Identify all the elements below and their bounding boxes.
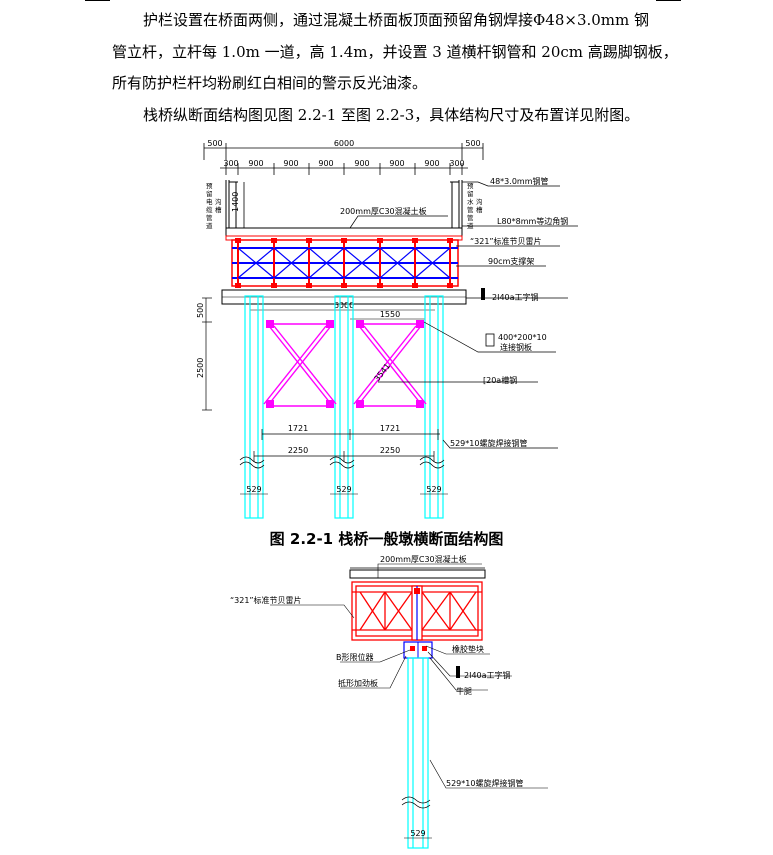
svg-text:预: 预 (206, 181, 213, 190)
callout-spiral: 529*10螺旋焊接钢管 (450, 438, 527, 448)
dim-6000-cap: 6000 (334, 301, 354, 310)
f2-pile-529: 529 (410, 829, 425, 838)
callout-plate-b: 连接钢板 (500, 342, 532, 352)
deck-slab (225, 227, 463, 237)
f2-ibeam-icon (456, 666, 460, 678)
top-rule-right (656, 0, 681, 1)
figure-1-caption: 图 2.2-1 栈桥一般墩横断面结构图 (269, 530, 504, 548)
pile-529-mid: 529 (336, 485, 351, 494)
f2-callout-spiral: 529*10螺旋焊接钢管 (446, 778, 523, 788)
dim-900-1: 900 (248, 159, 263, 168)
dim-top-6000: 6000 (334, 139, 354, 148)
dim-900-5: 900 (389, 159, 404, 168)
f2-callout-rubber: 橡胶垫块 (452, 644, 484, 654)
dim-2250-left: 2250 (288, 446, 308, 455)
pile-529-right: 529 (426, 485, 441, 494)
svg-text:槽: 槽 (215, 205, 222, 214)
dim-top-500-left: 500 (207, 139, 222, 148)
f2-callout-deck: 200mm厚C30混凝土板 (380, 554, 467, 564)
steel-piles (244, 295, 444, 519)
ibeam-icon (481, 288, 485, 300)
dimension-top (203, 143, 484, 175)
f2-callout-stiffener: 抵形加劲板 (338, 678, 378, 688)
svg-text:管: 管 (206, 213, 213, 222)
f2-pile (407, 657, 429, 849)
f2-callout-panel: “321”标准节贝雷片 (230, 595, 302, 605)
pile-529-left: 529 (246, 485, 261, 494)
dim-top-500-right: 500 (465, 139, 480, 148)
dim-900-6: 900 (424, 159, 439, 168)
dim-900-3: 900 (318, 159, 333, 168)
svg-text:道: 道 (206, 221, 213, 230)
paragraph-line-1: 护栏设置在桥面两侧，通过混凝土桥面板顶面预留角钢焊接Φ48×3.0mm 钢 (143, 11, 650, 29)
plate-icon (485, 333, 495, 347)
label-water-trench: 预 留 水 管 管 道 沟 槽 (467, 181, 483, 230)
svg-text:槽: 槽 (476, 205, 483, 214)
svg-text:沟: 沟 (476, 197, 483, 206)
dim-1721-left: 1721 (288, 424, 308, 433)
callout-frame: 90cm支撑架 (488, 256, 534, 266)
label-cable-trench: 预 留 电 缆 管 道 沟 槽 (206, 181, 222, 230)
callout-deck: 200mm厚C30混凝土板 (340, 206, 427, 216)
svg-text:水: 水 (467, 197, 474, 206)
railing (225, 180, 463, 232)
bailey-truss (231, 238, 459, 288)
callout-pipe: 48*3.0mm钢管 (490, 176, 549, 186)
brace-plates (266, 320, 424, 408)
svg-text:缆: 缆 (206, 205, 213, 214)
svg-text:管: 管 (467, 205, 474, 214)
callout-panel: “321”标准节贝雷片 (470, 236, 542, 246)
paragraph-line-4: 栈桥纵断面结构图见图 2.2-1 至图 2.2-3，具体结构尺寸及布置详见附图。 (143, 106, 640, 124)
dim-2500-left: 2500 (196, 358, 205, 378)
svg-text:留: 留 (467, 189, 474, 198)
figure-2: 200mm厚C30混凝土板 “321”标准节贝雷片 (230, 554, 548, 849)
dim-500-left: 500 (196, 303, 205, 318)
svg-text:沟: 沟 (215, 197, 222, 206)
svg-text:预: 预 (467, 181, 474, 190)
f2-callout-ibeam: 2I40a工字钢 (464, 670, 511, 680)
callout-channel: [20a槽钢 (483, 375, 517, 385)
dim-2250-right: 2250 (380, 446, 400, 455)
svg-text:电: 电 (206, 197, 213, 206)
cross-bracing (263, 323, 427, 407)
dim-rail-1400: 1400 (231, 192, 240, 212)
dim-900-4: 900 (354, 159, 369, 168)
top-rule-left (85, 0, 110, 1)
f2-callout-bolt: 牛腿 (456, 686, 472, 696)
figure-1: 500 6000 500 300 900 900 900 900 900 900… (196, 139, 578, 519)
svg-text:道: 道 (467, 221, 474, 230)
dim-1550: 1550 (380, 310, 400, 319)
svg-text:留: 留 (206, 189, 213, 198)
paragraph-line-3: 所有防护栏杆均粉刷红白相间的警示反光油漆。 (112, 74, 428, 92)
callout-plate-a: 400*200*10 (498, 333, 547, 342)
f2-deck (349, 569, 486, 579)
dim-300-right: 300 (449, 159, 464, 168)
callout-ibeam: 2I40a工字钢 (492, 292, 539, 302)
dim-300-left: 300 (223, 159, 238, 168)
dim-900-2: 900 (283, 159, 298, 168)
dim-1721-right: 1721 (380, 424, 400, 433)
paragraph-line-2: 管立杆，立杆每 1.0m 一道，高 1.4m，并设置 3 道横杆钢管和 20cm… (112, 43, 678, 61)
svg-text:管: 管 (467, 213, 474, 222)
callout-angle: L80*8mm等边角钢 (497, 216, 568, 226)
f2-callout-limiter: B形限位器 (336, 652, 374, 662)
